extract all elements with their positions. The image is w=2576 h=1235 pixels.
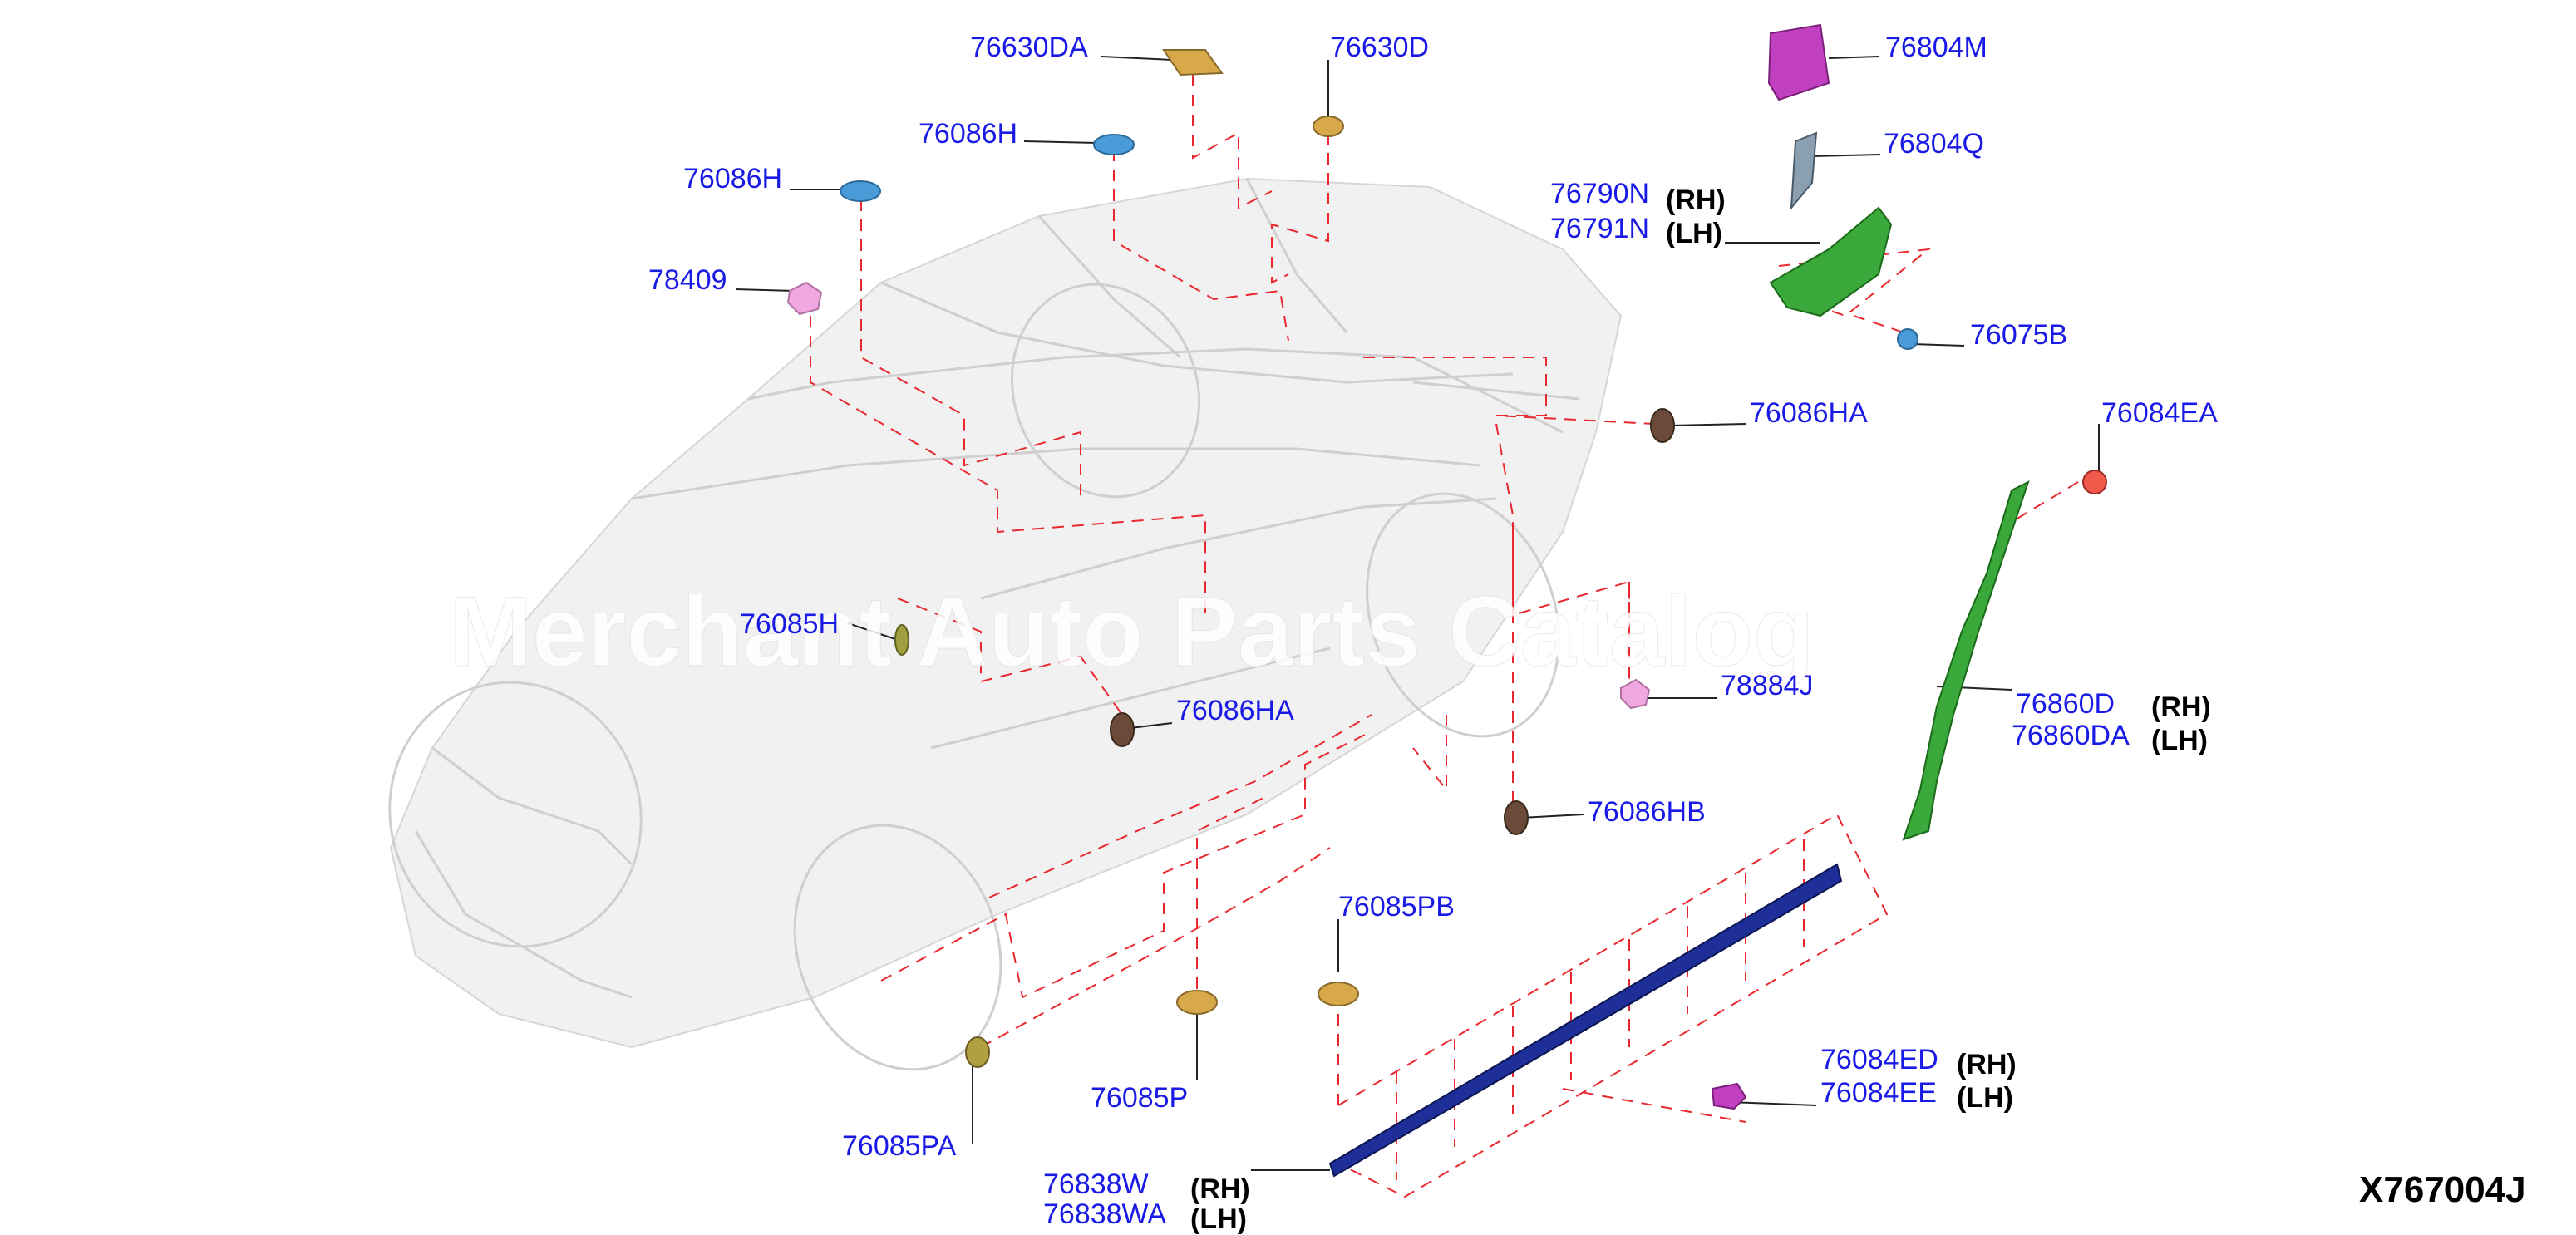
side-label-lh: (LH) xyxy=(1190,1203,1247,1235)
part-label-76086HA-a[interactable]: 76086HA xyxy=(1750,397,1868,429)
bracket-76790N xyxy=(1769,206,1893,317)
parts xyxy=(786,23,2107,1178)
vehicle-outline xyxy=(388,177,1623,1071)
side-label-lh: (LH) xyxy=(1666,218,1722,249)
side-label-rh: (RH) xyxy=(1190,1173,1250,1205)
clip-76086H-a xyxy=(1093,134,1135,155)
clip-76630D xyxy=(1313,116,1344,137)
part-label-76085PB[interactable]: 76085PB xyxy=(1338,891,1455,923)
clip-76086HA-a xyxy=(1650,408,1675,443)
clip-76085PB xyxy=(1318,982,1359,1006)
part-label-76860D[interactable]: 76860D xyxy=(2016,688,2115,720)
side-label-lh: (LH) xyxy=(1957,1082,2013,1114)
block-76804M xyxy=(1767,23,1830,101)
clip-76085PA xyxy=(965,1036,990,1068)
diagram-code: X767004J xyxy=(2359,1169,2526,1210)
part-label-76838WA[interactable]: 76838WA xyxy=(1043,1198,1167,1230)
bracket-76804Q xyxy=(1790,131,1818,210)
clip-76086H-b xyxy=(840,180,881,202)
part-label-76804Q[interactable]: 76804Q xyxy=(1884,128,1984,160)
part-label-76838W[interactable]: 76838W xyxy=(1043,1169,1149,1200)
clip-76085H xyxy=(894,624,909,656)
strip-76860D xyxy=(1902,480,2030,841)
part-label-76860DA[interactable]: 76860DA xyxy=(2012,720,2130,751)
part-label-76086HA-b[interactable]: 76086HA xyxy=(1176,695,1294,726)
part-label-76075B[interactable]: 76075B xyxy=(1970,319,2068,351)
part-label-78409[interactable]: 78409 xyxy=(648,264,727,296)
part-label-76804M[interactable]: 76804M xyxy=(1885,32,1987,63)
side-label-rh: (RH) xyxy=(2151,691,2211,723)
pad-76630DA xyxy=(1162,49,1224,76)
part-label-76630D[interactable]: 76630D xyxy=(1330,32,1430,63)
part-label-76085H[interactable]: 76085H xyxy=(740,608,840,640)
part-label-76086HB[interactable]: 76086HB xyxy=(1588,796,1706,828)
part-label-78884J[interactable]: 78884J xyxy=(1721,670,1814,701)
clip-76085P xyxy=(1176,990,1218,1015)
part-label-76085PA[interactable]: 76085PA xyxy=(842,1130,957,1162)
part-label-76630DA[interactable]: 76630DA xyxy=(970,32,1088,63)
part-label-76791N[interactable]: 76791N xyxy=(1550,213,1650,244)
part-label-76790N[interactable]: 76790N xyxy=(1550,178,1650,209)
clip-78409 xyxy=(786,281,823,316)
part-label-76086H-a[interactable]: 76086H xyxy=(919,118,1018,150)
part-label-76084EE[interactable]: 76084EE xyxy=(1820,1077,1937,1109)
part-label-76084ED[interactable]: 76084ED xyxy=(1820,1044,1938,1075)
clip-76084ED xyxy=(1711,1082,1747,1110)
clip-76084EA xyxy=(2082,470,2107,494)
part-label-76085P[interactable]: 76085P xyxy=(1091,1082,1189,1114)
dashed-guides xyxy=(810,75,2079,1198)
watermark: Merchant Auto Parts Catalog xyxy=(448,576,1815,687)
clip-76086HB xyxy=(1504,800,1529,835)
part-label-76084EA[interactable]: 76084EA xyxy=(2101,397,2218,429)
clip-76086HA-b xyxy=(1110,712,1135,747)
part-label-76086H-b[interactable]: 76086H xyxy=(683,163,783,194)
side-label-rh: (RH) xyxy=(1666,185,1726,216)
clip-78884J xyxy=(1620,678,1651,710)
side-label-lh: (LH) xyxy=(2151,725,2208,756)
side-label-rh: (RH) xyxy=(1957,1049,2017,1080)
sill-76838W xyxy=(1328,863,1843,1178)
clip-76075B xyxy=(1897,328,1918,350)
